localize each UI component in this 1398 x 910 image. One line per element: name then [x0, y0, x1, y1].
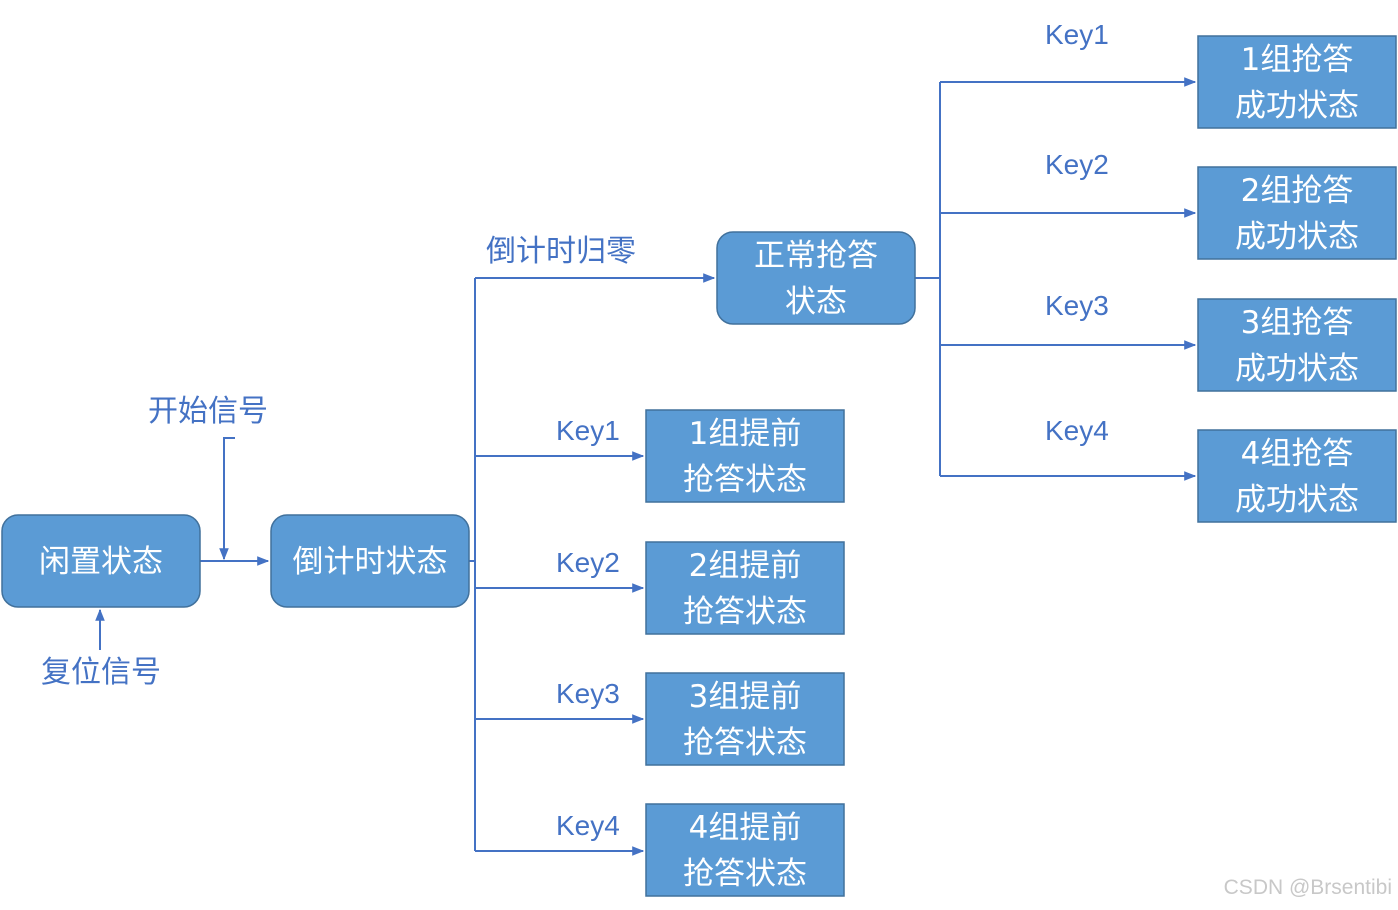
label-countdown-zero: 倒计时归零: [486, 234, 636, 269]
label-early-key4: Key4: [556, 810, 620, 841]
state-early-1-line2: 抢答状态: [683, 462, 807, 498]
label-early-key1: Key1: [556, 415, 620, 446]
state-early-2-line1: 2组提前: [689, 548, 802, 584]
state-countdown-line1: 倒计时状态: [293, 544, 448, 580]
state-early-1: 1组提前 抢答状态: [645, 409, 845, 503]
state-success-2: 2组抢答 成功状态: [1197, 166, 1397, 260]
label-success-key2: Key2: [1045, 149, 1109, 180]
state-normal-line2: 状态: [785, 284, 847, 320]
state-normal-answer: 正常抢答 状态: [716, 231, 916, 325]
label-success-key1: Key1: [1045, 19, 1109, 50]
watermark: CSDN @Brsentibi: [1224, 876, 1392, 899]
state-success-1: 1组抢答 成功状态: [1197, 35, 1397, 129]
state-normal-line1: 正常抢答: [754, 238, 878, 274]
label-early-key2: Key2: [556, 547, 620, 578]
state-success-4-line2: 成功状态: [1235, 482, 1359, 518]
label-early-key3: Key3: [556, 678, 620, 709]
state-early-3-line1: 3组提前: [689, 679, 802, 715]
state-early-2-line2: 抢答状态: [683, 594, 807, 630]
label-success-key4: Key4: [1045, 415, 1109, 446]
label-start-signal: 开始信号: [148, 394, 268, 429]
state-countdown: 倒计时状态: [270, 514, 470, 608]
state-idle: 闲置状态: [1, 514, 201, 608]
state-early-4-line1: 4组提前: [689, 810, 802, 846]
state-success-1-line2: 成功状态: [1235, 88, 1359, 124]
state-success-2-line1: 2组抢答: [1241, 173, 1354, 209]
state-early-1-line1: 1组提前: [689, 416, 802, 452]
edge-start-signal: [219, 437, 235, 561]
state-early-2: 2组提前 抢答状态: [645, 541, 845, 635]
state-success-3-line2: 成功状态: [1235, 351, 1359, 387]
state-early-3-line2: 抢答状态: [683, 725, 807, 761]
state-success-4: 4组抢答 成功状态: [1197, 429, 1397, 523]
label-reset-signal: 复位信号: [41, 655, 161, 690]
state-success-3: 3组抢答 成功状态: [1197, 298, 1397, 392]
state-early-3: 3组提前 抢答状态: [645, 672, 845, 766]
state-success-1-line1: 1组抢答: [1241, 42, 1354, 78]
state-early-4: 4组提前 抢答状态: [645, 803, 845, 897]
state-success-3-line1: 3组抢答: [1241, 305, 1354, 341]
state-success-2-line2: 成功状态: [1235, 219, 1359, 255]
state-idle-line1: 闲置状态: [39, 544, 163, 580]
label-success-key3: Key3: [1045, 290, 1109, 321]
state-early-4-line2: 抢答状态: [683, 856, 807, 892]
state-success-4-line1: 4组抢答: [1241, 436, 1354, 472]
